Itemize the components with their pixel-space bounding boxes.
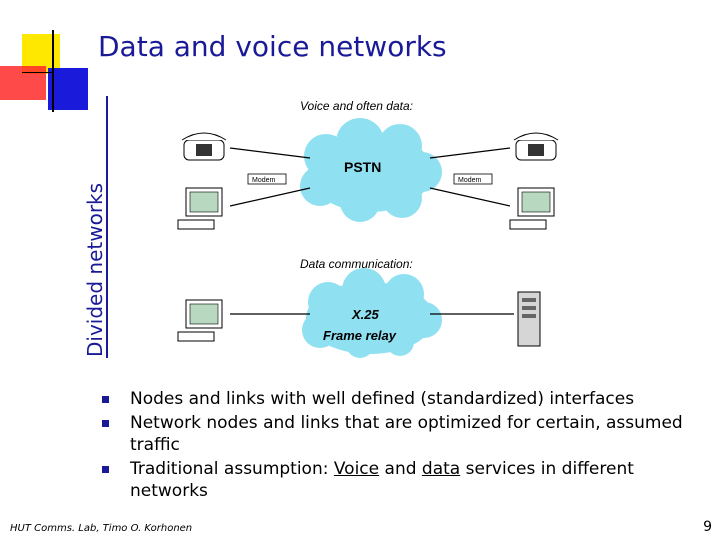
computer-icon <box>177 299 223 342</box>
bullet-item: Nodes and links with well defined (stand… <box>98 388 708 410</box>
packet-label-x25: X.25 <box>351 307 380 322</box>
telephone-icon <box>181 132 227 161</box>
bullet-text: Network nodes and links that are optimiz… <box>130 413 683 455</box>
bullet-item: Network nodes and links that are optimiz… <box>98 412 708 456</box>
modem-right-label: Modem <box>458 177 482 184</box>
pstn-cloud <box>300 118 442 222</box>
decor-vertical-line <box>52 30 54 112</box>
bullet-voice-word: Voice <box>333 459 380 479</box>
computer-icon <box>509 187 555 230</box>
bullet-list: Nodes and links with well defined (stand… <box>98 388 708 504</box>
bullet-text-prefix: Traditional assumption: <box>130 459 334 479</box>
modem-left-label: Modem <box>252 177 276 184</box>
server-icon <box>517 291 541 347</box>
side-divider <box>106 96 108 358</box>
modem-right-box <box>453 173 493 185</box>
pstn-label: PSTN <box>344 159 381 175</box>
decor-red-square <box>0 66 46 100</box>
slide-title: Data and voice networks <box>98 30 447 63</box>
side-title: Divided networks <box>83 182 107 357</box>
decor-blue-square <box>48 68 88 110</box>
bullet-data-word: data <box>421 459 461 479</box>
telephone-icon <box>513 132 559 161</box>
bullet-text-suffix: services in different networks <box>130 459 634 501</box>
page-number: 9 <box>703 519 712 535</box>
computer-icon <box>177 187 223 230</box>
bullet-and-word: and <box>379 459 422 479</box>
bullet-marker <box>102 396 109 403</box>
bullet-marker <box>102 420 109 427</box>
decor-horizontal-line <box>22 72 52 73</box>
modem-left-box <box>247 173 287 185</box>
packet-network-cloud <box>302 268 442 358</box>
network-diagram: Voice and often data: PSTN Modem Modem <box>177 99 559 358</box>
bullet-marker <box>102 466 109 473</box>
bullet-item: Traditional assumption: Voice and data s… <box>98 458 708 502</box>
top-caption: Voice and often data: <box>300 99 413 113</box>
footer-credit: HUT Comms. Lab, Timo O. Korhonen <box>10 523 193 534</box>
bullet-text: Nodes and links with well defined (stand… <box>130 389 635 409</box>
bottom-caption: Data communication: <box>300 257 413 271</box>
top-links <box>229 147 511 207</box>
packet-label-frame-relay: Frame relay <box>323 328 397 343</box>
